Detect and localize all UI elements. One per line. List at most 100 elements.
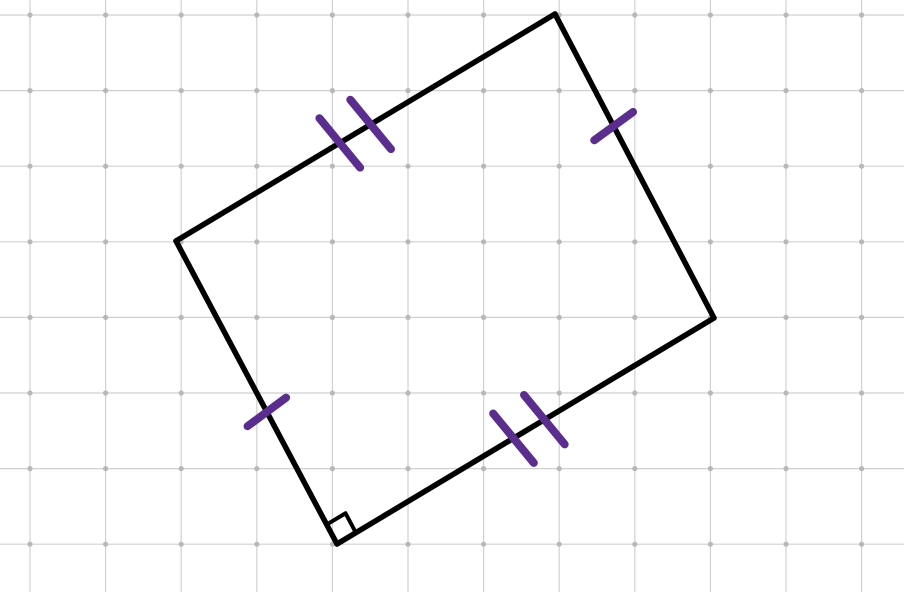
grid-dot [632, 541, 638, 547]
grid-dot [178, 390, 184, 396]
congruence-marks [243, 95, 638, 467]
grid-dot [481, 314, 487, 320]
grid-dot [103, 390, 109, 396]
grid-dot [632, 88, 638, 94]
grid-dot [329, 314, 335, 320]
grid-dot [859, 390, 865, 396]
grid-dot [405, 239, 411, 245]
grid-dot [556, 390, 562, 396]
grid-dot [481, 163, 487, 169]
grid-dot [103, 314, 109, 320]
grid-dot [405, 390, 411, 396]
grid-dot [103, 541, 109, 547]
grid-dot [329, 88, 335, 94]
grid-dot [329, 390, 335, 396]
grid-dot [254, 88, 260, 94]
grid-dot [556, 314, 562, 320]
right-angle-marker [325, 511, 358, 534]
grid-dot [27, 390, 33, 396]
grid-dot [707, 390, 714, 396]
grid-dot [103, 88, 109, 94]
grid-dot [27, 12, 33, 18]
grid-dot [707, 541, 714, 547]
grid-dot [103, 466, 109, 472]
tick-mark-right [590, 107, 638, 145]
grid-dot [556, 466, 562, 472]
grid-dot [859, 314, 865, 320]
grid-dot [783, 239, 789, 245]
grid-dot [254, 239, 260, 245]
tick-mark-top [346, 95, 395, 154]
grid-dot [103, 239, 109, 245]
grid-dot [783, 466, 789, 472]
grid-dot [254, 12, 260, 18]
grid-dot [329, 12, 335, 18]
grid-dot [632, 466, 638, 472]
grid-dot [27, 163, 33, 169]
grid-dot [707, 163, 714, 169]
grid-dot [329, 466, 335, 472]
grid-dot [783, 314, 789, 320]
grid-dot [707, 466, 714, 472]
grid-dot [405, 541, 411, 547]
rectangle-side-left [173, 238, 340, 547]
grid-dot [859, 163, 865, 169]
grid-dot [859, 541, 865, 547]
grid-dot [859, 466, 865, 472]
grid-dot [254, 163, 260, 169]
grid-dot [707, 88, 714, 94]
grid-dot [859, 239, 865, 245]
grid-dot [27, 466, 33, 472]
tick-mark-bottom [520, 390, 569, 449]
grid-dot [481, 541, 487, 547]
rectangle-side-right [552, 11, 717, 321]
grid-dot [254, 541, 260, 547]
tick-mark-top [315, 114, 365, 172]
grid-dot [178, 12, 184, 18]
grid-dot [783, 12, 789, 18]
rectangle-side-top [173, 11, 558, 244]
grid-dot [632, 239, 638, 245]
grid-dot [783, 163, 789, 169]
grid-dot [329, 239, 335, 245]
grid-dot [783, 390, 789, 396]
grid-dot [27, 88, 33, 94]
grid-dot [254, 314, 260, 320]
grid-dot [178, 163, 184, 169]
rectangle-outline [173, 11, 717, 547]
grid-dot [859, 12, 865, 18]
grid-dot [254, 466, 260, 472]
grid-dot [783, 88, 789, 94]
grid-dot [481, 466, 487, 472]
grid-dot [859, 88, 865, 94]
tick-mark-left [243, 393, 291, 431]
grid-dot [783, 541, 789, 547]
grid-dot [481, 88, 487, 94]
grid-dot [27, 239, 33, 245]
grid-dot [405, 466, 411, 472]
grid-dot [481, 239, 487, 245]
grid-dot [481, 12, 487, 18]
grid-dot [632, 314, 638, 320]
tick-mark-bottom [489, 409, 538, 467]
grid-dot [707, 239, 714, 245]
grid-dot [405, 163, 411, 169]
grid-dot [405, 314, 411, 320]
grid-dot [329, 163, 335, 169]
rectangle-side-bottom [334, 315, 717, 547]
grid-dot [632, 390, 638, 396]
grid-dot [556, 163, 562, 169]
grid-dot [103, 12, 109, 18]
grid-dot [27, 541, 33, 547]
grid-dot [27, 314, 33, 320]
grid-dot [556, 239, 562, 245]
grid-dot [178, 466, 184, 472]
grid-dot [707, 12, 714, 18]
grid-dot [178, 541, 184, 547]
grid-dot [405, 88, 411, 94]
grid-dot [556, 88, 562, 94]
grid-dot [632, 12, 638, 18]
grid-dot [178, 88, 184, 94]
